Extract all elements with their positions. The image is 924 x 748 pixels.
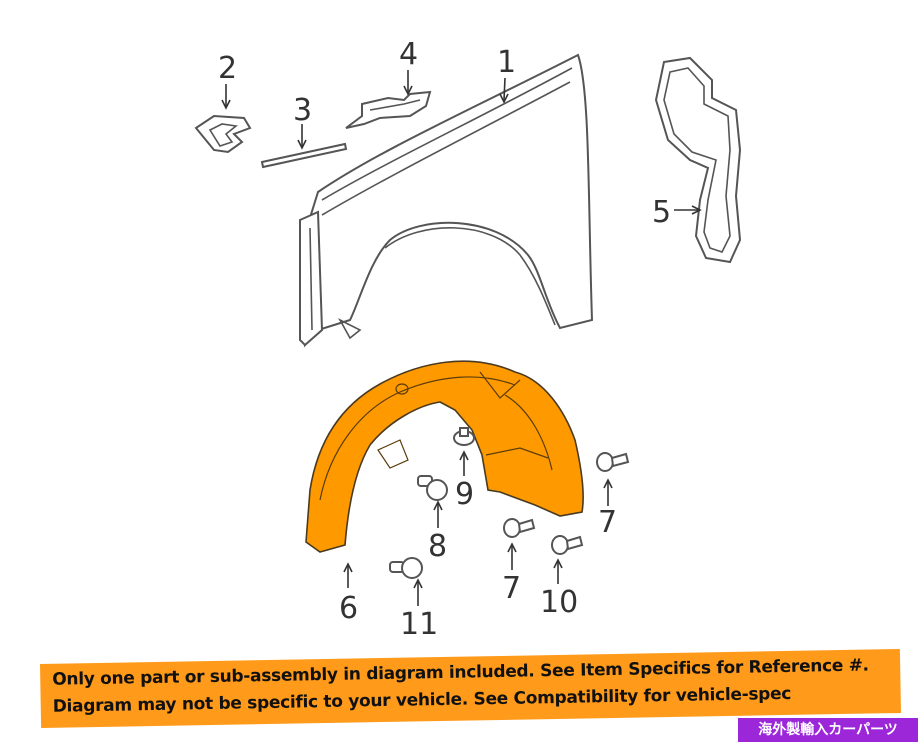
parts-diagram: 1 2 3 4 5 6 7 7 8 9 10 11 bbox=[194, 37, 742, 642]
callout-5: 5 bbox=[652, 195, 671, 230]
callout-4: 4 bbox=[399, 37, 418, 72]
fastener-11 bbox=[389, 557, 423, 579]
callout-1: 1 bbox=[497, 45, 516, 80]
callout-7a: 7 bbox=[598, 505, 617, 540]
fastener-8 bbox=[417, 475, 448, 501]
clip-part bbox=[194, 114, 252, 154]
callout-6: 6 bbox=[339, 591, 358, 626]
shop-badge: 海外製輸入カーパーツ bbox=[738, 718, 918, 742]
disclaimer-banner: Only one part or sub-assembly in diagram… bbox=[40, 648, 901, 728]
callout-11: 11 bbox=[400, 607, 438, 642]
rod-part bbox=[260, 142, 348, 169]
leader-arrows bbox=[221, 70, 702, 606]
disclaimer-line-2: Diagram may not be specific to your vehi… bbox=[52, 683, 792, 717]
bracket-part bbox=[345, 90, 432, 129]
fastener-9 bbox=[453, 427, 475, 446]
callout-10: 10 bbox=[540, 585, 578, 620]
callout-3: 3 bbox=[293, 93, 312, 128]
fender-part bbox=[298, 53, 594, 348]
callout-7b: 7 bbox=[502, 571, 521, 606]
fender-liner-part bbox=[305, 360, 584, 553]
callout-8: 8 bbox=[428, 529, 447, 564]
seal-part bbox=[654, 56, 742, 264]
callout-2: 2 bbox=[218, 51, 237, 86]
callout-9: 9 bbox=[455, 477, 474, 512]
fastener-7a bbox=[596, 452, 630, 472]
fastener-7b bbox=[503, 518, 536, 538]
fastener-10 bbox=[551, 535, 584, 555]
